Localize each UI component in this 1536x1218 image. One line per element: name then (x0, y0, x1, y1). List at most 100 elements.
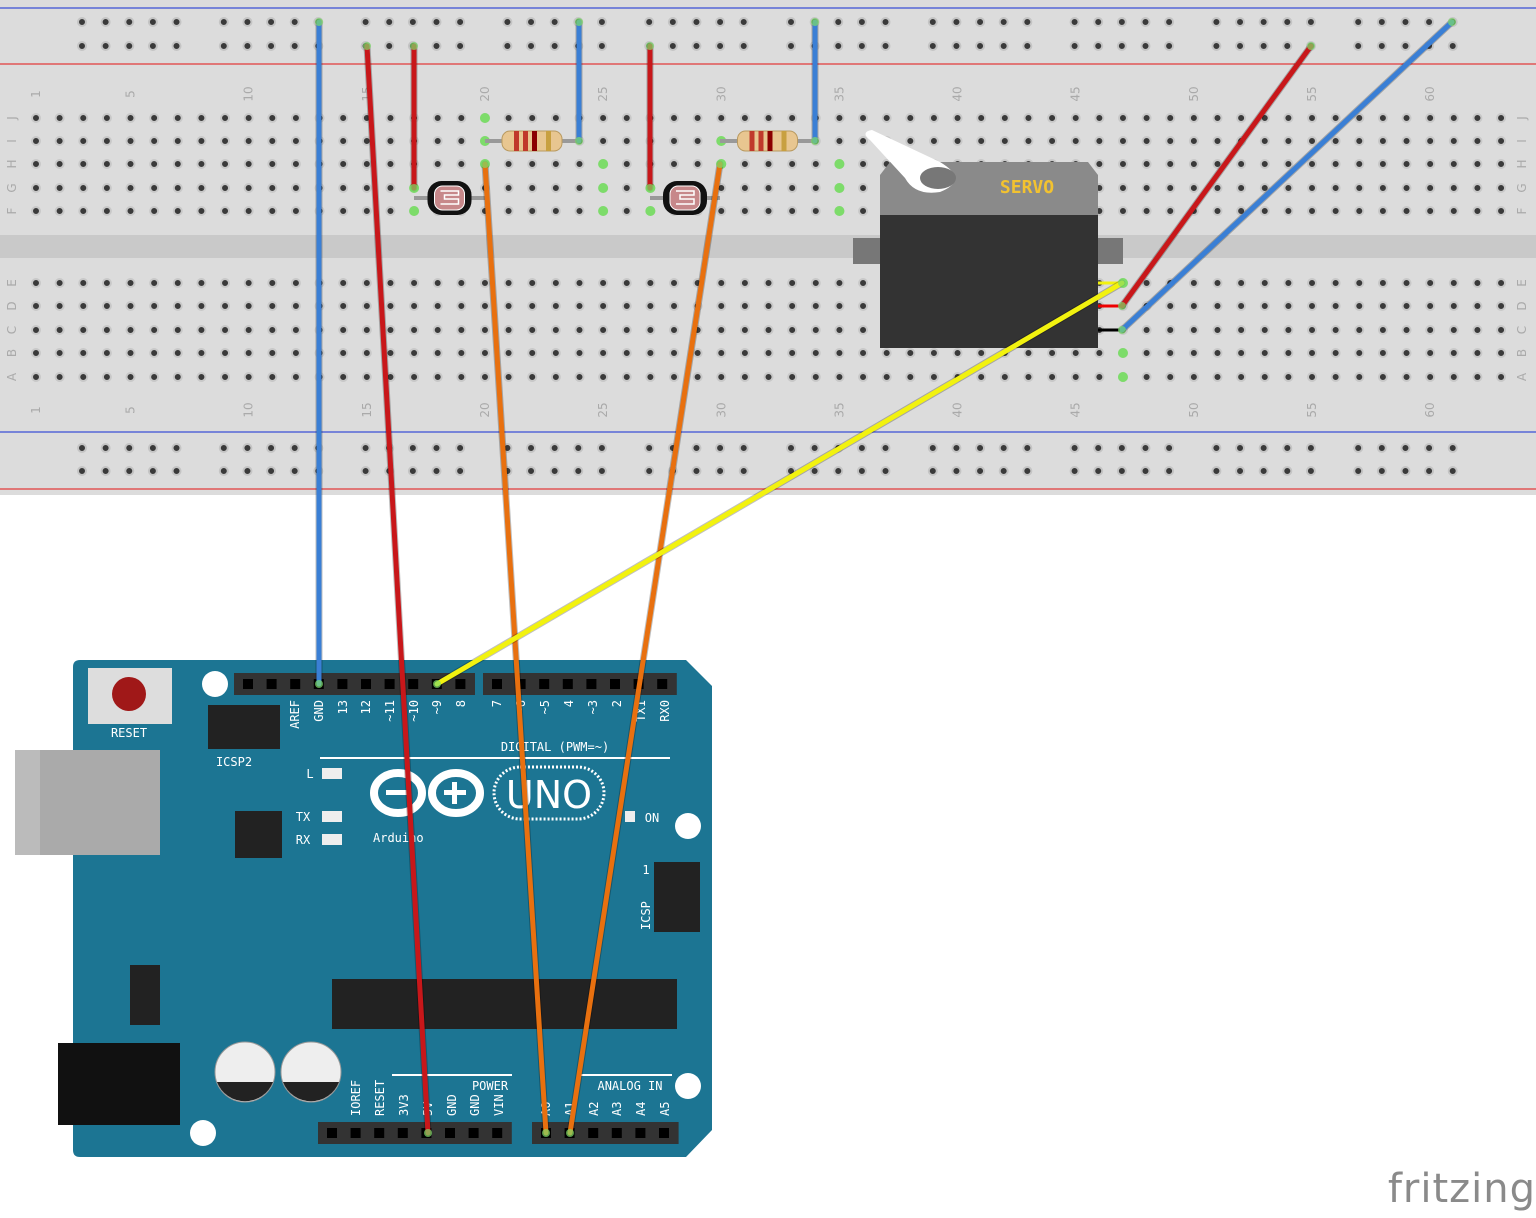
rail-hole[interactable] (1447, 41, 1458, 51)
breadboard-hole[interactable] (1259, 325, 1270, 335)
rail-hole[interactable] (242, 17, 253, 27)
rail-hole[interactable] (1353, 466, 1364, 476)
breadboard-hole[interactable] (598, 136, 609, 146)
breadboard-hole[interactable] (432, 348, 443, 358)
breadboard-hole[interactable] (928, 348, 939, 358)
breadboard-hole[interactable] (598, 325, 609, 335)
breadboard-hole[interactable] (1330, 325, 1341, 335)
breadboard-hole[interactable] (196, 136, 207, 146)
breadboard-hole[interactable] (54, 278, 65, 288)
rail-hole[interactable] (77, 17, 87, 27)
breadboard-hole[interactable] (810, 348, 821, 358)
breadboard-hole[interactable] (196, 372, 207, 382)
breadboard-hole[interactable] (527, 278, 538, 288)
breadboard-hole[interactable] (479, 301, 490, 311)
breadboard-hole[interactable] (196, 278, 207, 288)
breadboard-hole[interactable] (1212, 113, 1223, 123)
header-pin[interactable] (539, 679, 550, 689)
rail-hole[interactable] (526, 466, 537, 476)
wire-end[interactable] (481, 160, 489, 168)
breadboard-hole[interactable] (54, 348, 65, 358)
breadboard-hole[interactable] (905, 113, 916, 123)
breadboard-hole[interactable] (31, 325, 41, 335)
breadboard-hole[interactable] (1259, 348, 1270, 358)
rail-hole[interactable] (1400, 466, 1411, 476)
breadboard-hole[interactable] (739, 206, 750, 216)
header-pin[interactable] (455, 679, 466, 689)
breadboard-hole[interactable] (456, 301, 467, 311)
breadboard-hole[interactable] (290, 136, 301, 146)
rail-hole[interactable] (927, 41, 938, 51)
rail-hole[interactable] (975, 466, 986, 476)
rail-hole[interactable] (856, 17, 867, 27)
breadboard-hole[interactable] (1094, 159, 1105, 169)
breadboard-hole[interactable] (1141, 348, 1152, 358)
breadboard-hole[interactable] (172, 183, 183, 193)
breadboard-hole[interactable] (361, 372, 372, 382)
breadboard-hole[interactable] (527, 159, 538, 169)
breadboard-hole[interactable] (1401, 278, 1412, 288)
breadboard-hole[interactable] (999, 136, 1010, 146)
rail-hole[interactable] (1424, 443, 1435, 453)
breadboard-hole[interactable] (1165, 206, 1176, 216)
breadboard-hole[interactable] (787, 113, 798, 123)
breadboard-hole[interactable] (1188, 372, 1199, 382)
rail-hole[interactable] (1022, 17, 1033, 27)
breadboard-hole[interactable] (1070, 372, 1081, 382)
breadboard-hole[interactable] (834, 113, 845, 123)
breadboard-hole[interactable] (692, 136, 703, 146)
breadboard-hole[interactable] (1448, 278, 1459, 288)
rail-hole[interactable] (667, 41, 678, 51)
gnd-wire[interactable] (315, 18, 323, 688)
breadboard-hole[interactable] (527, 183, 538, 193)
header-pin[interactable] (266, 679, 277, 689)
breadboard-hole[interactable] (1377, 136, 1388, 146)
breadboard-hole[interactable] (243, 325, 254, 335)
breadboard-hole[interactable] (1472, 206, 1483, 216)
breadboard-hole[interactable] (1094, 348, 1105, 358)
breadboard-hole[interactable] (409, 301, 420, 311)
rail-hole[interactable] (455, 443, 466, 453)
rail-hole[interactable] (266, 17, 277, 27)
breadboard-hole[interactable] (1212, 183, 1223, 193)
rail-hole[interactable] (1164, 466, 1175, 476)
breadboard-hole[interactable] (574, 301, 585, 311)
breadboard-hole[interactable] (149, 206, 160, 216)
rail-hole[interactable] (1022, 443, 1033, 453)
rail-hole[interactable] (1282, 466, 1293, 476)
rail-hole[interactable] (951, 466, 962, 476)
breadboard-hole[interactable] (550, 278, 561, 288)
breadboard-hole[interactable] (763, 348, 774, 358)
breadboard-hole[interactable] (574, 278, 585, 288)
breadboard-hole[interactable] (1377, 183, 1388, 193)
breadboard-hole[interactable] (220, 348, 231, 358)
breadboard-hole[interactable] (243, 183, 254, 193)
breadboard-hole[interactable] (267, 325, 278, 335)
rail-hole[interactable] (124, 41, 135, 51)
breadboard-hole[interactable] (739, 113, 750, 123)
rail-hole[interactable] (1235, 466, 1246, 476)
rail-hole[interactable] (715, 466, 726, 476)
breadboard-hole[interactable] (31, 136, 41, 146)
breadboard-hole[interactable] (172, 159, 183, 169)
breadboard-hole[interactable] (1094, 136, 1105, 146)
breadboard-hole[interactable] (1496, 325, 1507, 335)
breadboard-hole[interactable] (1448, 136, 1459, 146)
icsp2-header[interactable] (208, 705, 280, 749)
breadboard-hole[interactable] (503, 348, 514, 358)
breadboard-hole[interactable] (1236, 278, 1247, 288)
breadboard-hole[interactable] (739, 301, 750, 311)
breadboard-hole[interactable] (290, 183, 301, 193)
header-pin[interactable] (492, 1128, 503, 1138)
rail-hole[interactable] (738, 466, 749, 476)
breadboard-hole[interactable] (669, 348, 680, 358)
breadboard-hole[interactable] (1259, 159, 1270, 169)
breadboard-hole[interactable] (1236, 348, 1247, 358)
breadboard-hole[interactable] (621, 183, 632, 193)
rail-hole[interactable] (1282, 17, 1293, 27)
breadboard-hole[interactable] (1117, 136, 1128, 146)
breadboard-hole[interactable] (1212, 372, 1223, 382)
breadboard-hole[interactable] (692, 113, 703, 123)
breadboard-hole[interactable] (172, 325, 183, 335)
breadboard-hole[interactable] (503, 159, 514, 169)
